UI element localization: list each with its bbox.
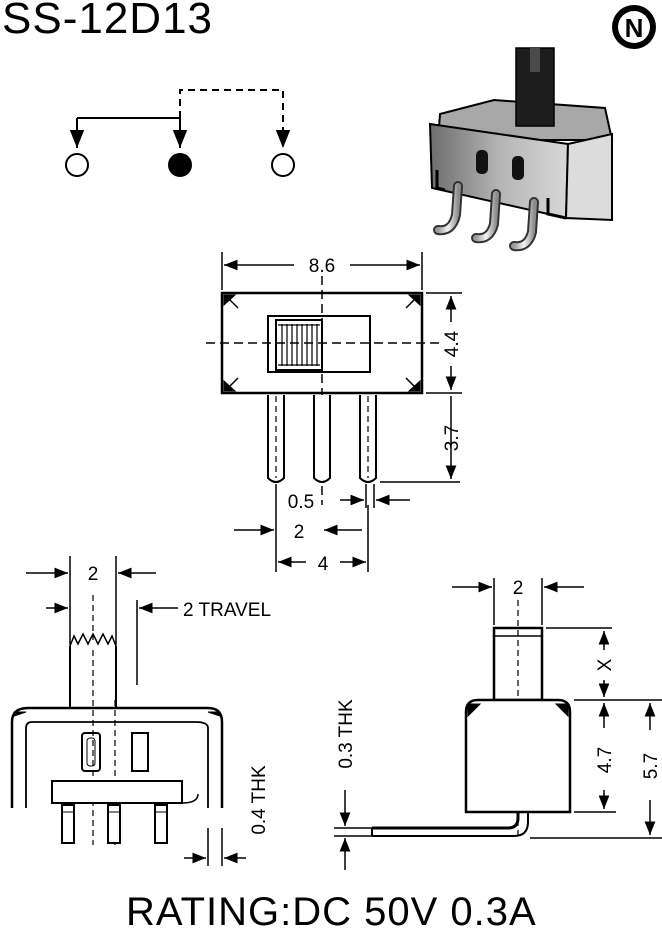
front-thickness-label: 0.4 THK <box>249 765 270 835</box>
front-view-drawing <box>10 556 246 866</box>
top-height-label: 4.4 <box>442 330 463 357</box>
schematic-symbol <box>65 89 295 177</box>
pin-length-label: 3.7 <box>442 425 463 451</box>
top-view-drawing <box>206 252 462 572</box>
pin-pitch-label: 2 <box>294 522 305 543</box>
pin-span-label: 4 <box>318 554 329 575</box>
rating-text: RATING:DC 50V 0.3A <box>126 890 537 934</box>
side-view-drawing <box>334 578 662 870</box>
side-actuator-width-label: 2 <box>513 578 524 599</box>
pin-width-label: 0.5 <box>288 492 314 513</box>
total-height-label: 5.7 <box>641 753 662 779</box>
body-height-label: 4.7 <box>595 747 616 773</box>
actuator-width-label: 2 <box>88 564 99 585</box>
pin-thickness-label: 0.3 THK <box>336 699 357 769</box>
brand-logo: N <box>612 5 656 49</box>
part-number-title: SS-12D13 <box>2 0 214 43</box>
logo-letter: N <box>625 13 644 43</box>
product-image <box>428 47 614 252</box>
actuator-x-label: X <box>595 658 616 671</box>
top-width-label: 8.6 <box>309 256 335 277</box>
travel-label: 2 TRAVEL <box>183 600 271 621</box>
